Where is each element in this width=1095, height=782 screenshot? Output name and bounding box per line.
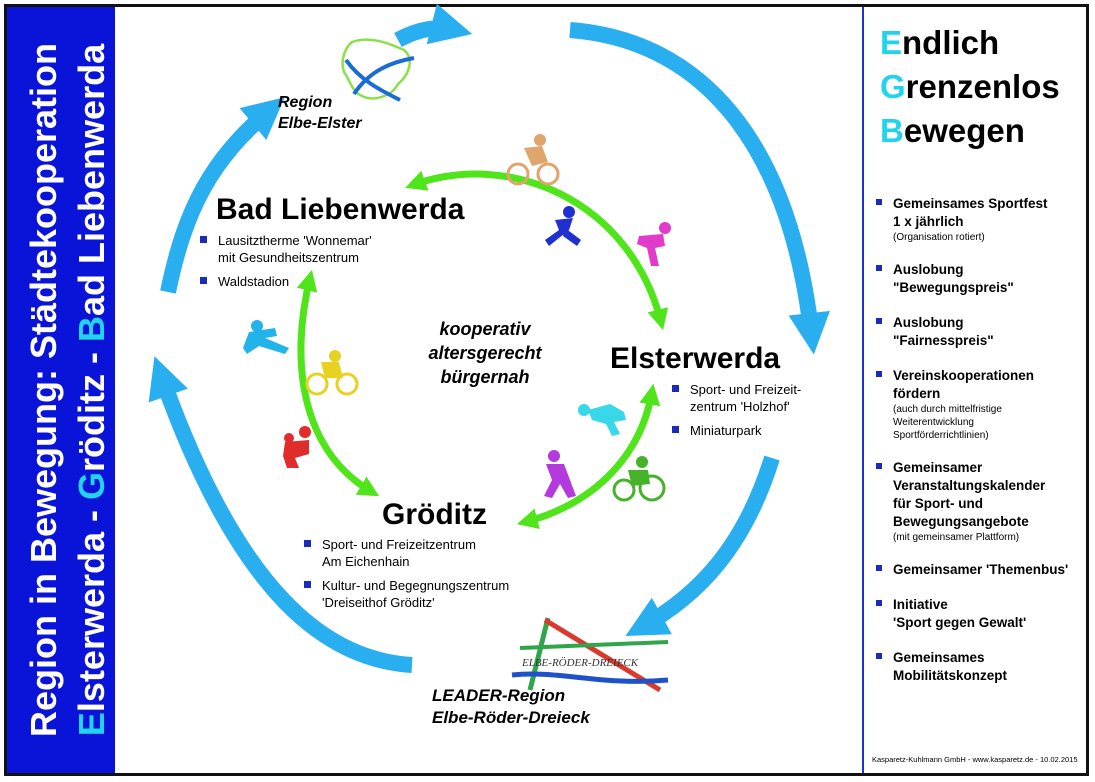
side-title-band: Region in Bewegung: Städtekooperation El…: [7, 7, 115, 773]
bullet-icon: [876, 463, 882, 469]
facility-label: Waldstadion: [218, 274, 290, 289]
measure-title: Initiative 'Sport gegen Gewalt': [893, 597, 1027, 630]
bullet-icon: [876, 600, 882, 606]
measure-title: Gemeinsamer Veranstaltungskalender für S…: [893, 460, 1046, 529]
bullet-icon: [876, 199, 882, 205]
slogan-initial: E: [880, 24, 903, 61]
outer-arrow-topleft: [394, 3, 473, 48]
facility-item: Sport- und Freizeitzentrum Am Eichenhain: [304, 536, 509, 570]
erd-logo: ELBE-RÖDER-DREIECK: [511, 617, 669, 693]
bullet-icon: [304, 540, 311, 547]
bullet-icon: [672, 426, 679, 433]
facility-item: Miniaturpark: [672, 422, 801, 439]
arrow-bad-liebenwerda-elsterwerda: [405, 170, 669, 331]
elbe-elster-logo: [341, 38, 415, 102]
swimmer-icon: [578, 404, 626, 436]
measure-item: Gemeinsames Mobilitätskonzept: [876, 649, 1086, 685]
measure-title: Gemeinsames Mobilitätskonzept: [893, 650, 1007, 683]
city-elsterwerda: Elsterwerda: [610, 342, 781, 375]
arrow-groeditz-bad-liebenwerda: [296, 269, 380, 497]
outer-arrow-bottom: [148, 356, 413, 673]
cyclist-icon: [305, 350, 359, 396]
measure-item: Vereinskooperationen fördern(auch durch …: [876, 367, 1086, 442]
measure-title: Gemeinsamer 'Themenbus': [893, 562, 1069, 577]
bullet-icon: [876, 371, 882, 377]
footer-credit: Kasparetz-Kuhlmann GmbH - www.kasparetz.…: [872, 755, 1078, 764]
measure-note: (Organisation rotiert): [893, 232, 985, 243]
bullet-icon: [672, 385, 679, 392]
bullet-icon: [304, 581, 311, 588]
bullet-icon: [200, 277, 207, 284]
city-bad-liebenwerda: Bad Liebenwerda: [216, 193, 465, 226]
runner-icon: [243, 320, 289, 354]
panel-divider: [862, 7, 864, 773]
center-values-text: kooperativ altersgerecht bürgernah: [428, 319, 542, 387]
dancer-icon: [637, 222, 671, 266]
outer-arrow-right: [625, 455, 780, 637]
bullet-icon: [876, 318, 882, 324]
measure-item: Gemeinsames Sportfest 1 x jährlich (Organ…: [876, 195, 1086, 244]
slogan-line: Grenzenlos: [880, 65, 1060, 109]
region-leader-label: LEADER-Region Elbe-Röder-Dreieck: [432, 686, 590, 727]
outer-arrow-top: [569, 22, 830, 355]
measure-item: Auslobung "Fairnesspreis": [876, 314, 1086, 350]
slogan-word: ndlich: [902, 24, 1000, 61]
arrow-elsterwerda-groeditz: [516, 383, 661, 529]
info-elsterwerda: Sport- und Freizeit- zentrum 'Holzhof' M…: [672, 381, 801, 446]
dancer-icon: [544, 450, 576, 498]
measure-title: Auslobung "Bewegungspreis": [893, 262, 1014, 295]
measure-item: Gemeinsamer 'Themenbus': [876, 561, 1086, 579]
slogan-initial: B: [880, 112, 904, 149]
inner-cycle-arrows: [296, 170, 669, 529]
slogan-initial: G: [880, 68, 906, 105]
slogan-word: ewegen: [903, 112, 1025, 149]
slogan-word: renzenlos: [905, 68, 1060, 105]
facility-label: Kultur- und Begegnungszentrum 'Dreiseith…: [322, 578, 510, 610]
facility-item: Kultur- und Begegnungszentrum 'Dreiseith…: [304, 577, 509, 611]
outer-arrow-left: [160, 97, 285, 294]
bullet-icon: [876, 265, 882, 271]
slogan-line: Endlich: [880, 21, 1060, 65]
measure-title: Gemeinsames Sportfest 1 x jährlich: [893, 196, 1048, 229]
measure-title: Vereinskooperationen fördern: [893, 368, 1035, 401]
city-groeditz: Gröditz: [382, 498, 487, 531]
outer-cycle-arrows: [148, 3, 830, 673]
cyclist-icon: [612, 456, 666, 502]
measures-list: Gemeinsames Sportfest 1 x jährlich (Organ…: [876, 195, 1086, 702]
bullet-icon: [876, 565, 882, 571]
facility-label: Lausitztherme 'Wonnemar' mit Gesundheits…: [218, 233, 372, 265]
measure-note: (auch durch mittelfristige Weiterentwick…: [893, 404, 1002, 441]
facility-item: Waldstadion: [200, 273, 372, 290]
facility-label: Sport- und Freizeit- zentrum 'Holzhof': [690, 382, 802, 414]
wrestler-icon: [283, 426, 311, 468]
info-groeditz: Sport- und Freizeitzentrum Am Eichenhain…: [304, 536, 509, 618]
bullet-icon: [200, 236, 207, 243]
slogan-egb: Endlich Grenzenlos Bewegen: [880, 21, 1060, 153]
measure-item: Auslobung "Bewegungspreis": [876, 261, 1086, 297]
region-elbe-elster-label: Region Elbe-Elster: [278, 94, 362, 132]
facility-item: Sport- und Freizeit- zentrum 'Holzhof': [672, 381, 801, 415]
facility-item: Lausitztherme 'Wonnemar' mit Gesundheits…: [200, 232, 372, 266]
measure-title: Auslobung "Fairnesspreis": [893, 315, 994, 348]
measure-item: Initiative 'Sport gegen Gewalt': [876, 596, 1086, 632]
measure-note: (mit gemeinsamer Plattform): [893, 532, 1020, 543]
facility-label: Sport- und Freizeitzentrum Am Eichenhain: [322, 537, 476, 569]
info-bad-liebenwerda: Lausitztherme 'Wonnemar' mit Gesundheits…: [200, 232, 372, 297]
right-panel: Endlich Grenzenlos Bewegen Gemeinsames S…: [864, 7, 1086, 773]
sprinter-icon: [545, 206, 581, 246]
erd-logo-text: ELBE-RÖDER-DREIECK: [521, 657, 639, 669]
bullet-icon: [876, 653, 882, 659]
measure-item: Gemeinsamer Veranstaltungskalender für S…: [876, 459, 1086, 544]
facility-label: Miniaturpark: [690, 423, 762, 438]
cyclist-icon: [506, 134, 560, 186]
slogan-line: Bewegen: [880, 109, 1060, 153]
